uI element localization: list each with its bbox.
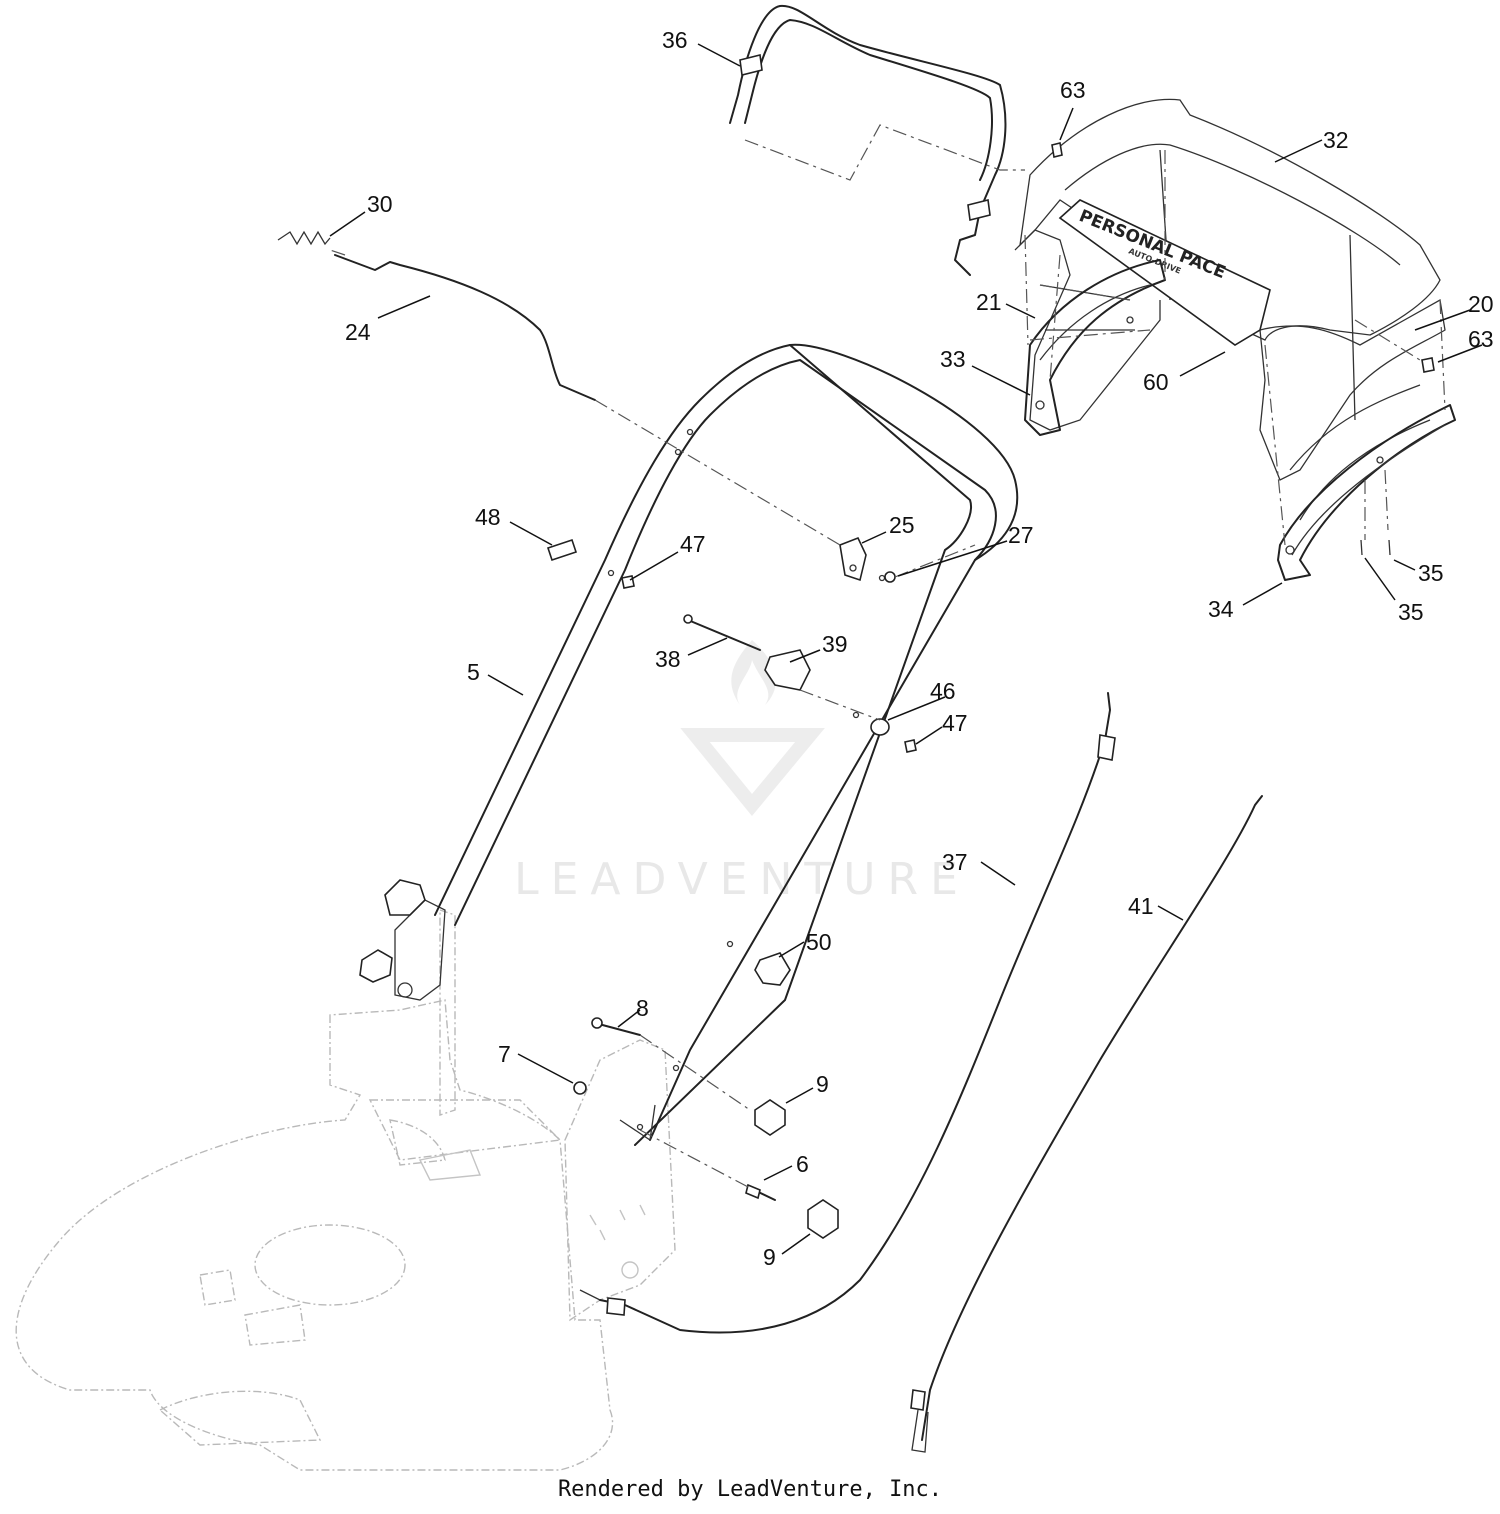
handle-knob-icon[interactable] (359, 949, 393, 983)
callout-60: 60 (1143, 369, 1169, 395)
callout-33: 33 (940, 346, 966, 372)
callout-48: 48 (475, 504, 501, 530)
callout-7: 7 (498, 1041, 511, 1067)
cable-guide (754, 952, 791, 986)
hardware-top-left (546, 538, 635, 589)
callout-47-top: 47 (680, 531, 706, 557)
callout-20: 20 (1468, 291, 1494, 317)
knob-9-icon[interactable] (754, 1099, 786, 1136)
right-control-arm[interactable] (1277, 404, 1456, 581)
callout-labels: 36 63 32 30 24 21 20 63 33 60 48 25 27 4… (345, 27, 1494, 1270)
callout-6: 6 (796, 1151, 809, 1177)
cable-37[interactable] (579, 692, 1116, 1334)
callout-39: 39 (822, 631, 848, 657)
callout-9-lower: 9 (763, 1244, 776, 1270)
bail[interactable] (729, 4, 1007, 276)
center-hardware (683, 614, 917, 753)
callout-63-right: 63 (1468, 326, 1494, 352)
handle-knob-icon[interactable] (384, 879, 426, 916)
pivot-bushing (839, 536, 896, 583)
callout-38: 38 (655, 646, 681, 672)
callout-50: 50 (806, 929, 832, 955)
callout-27: 27 (1008, 522, 1034, 548)
callout-30: 30 (367, 191, 393, 217)
control-housing (1014, 98, 1446, 521)
watermark-logo-icon (680, 640, 825, 817)
side-bracket-left (359, 879, 456, 1116)
spring (277, 230, 331, 246)
knob-9b-icon[interactable] (807, 1199, 839, 1239)
watermark: LEADVENTURE (514, 640, 970, 905)
callout-35-a: 35 (1418, 560, 1444, 586)
left-control-arm[interactable] (1024, 259, 1166, 436)
callout-5: 5 (467, 659, 480, 685)
callout-37: 37 (942, 849, 968, 875)
callout-leaders (329, 43, 1483, 1255)
callout-47-mid: 47 (942, 710, 968, 736)
callout-8: 8 (636, 995, 649, 1021)
callout-24: 24 (345, 319, 371, 345)
render-credit: Rendered by LeadVenture, Inc. (557, 1477, 943, 1502)
callout-34: 34 (1208, 596, 1234, 622)
lower-hardware (573, 1017, 839, 1239)
main-handle[interactable] (434, 343, 1019, 1146)
callout-41: 41 (1128, 893, 1154, 919)
callout-36: 36 (662, 27, 688, 53)
callout-35-b: 35 (1398, 599, 1424, 625)
watermark-text: LEADVENTURE (514, 854, 970, 905)
rod (334, 254, 596, 401)
callout-25: 25 (889, 512, 915, 538)
callout-9-upper: 9 (816, 1071, 829, 1097)
side-plate-right (564, 1039, 676, 1322)
mower-deck (15, 999, 614, 1471)
callout-46: 46 (930, 678, 956, 704)
assembly-lines (329, 124, 1446, 1189)
cable-41[interactable] (910, 795, 1263, 1453)
callout-63-top: 63 (1060, 77, 1086, 103)
callout-21: 21 (976, 289, 1002, 315)
callout-32: 32 (1323, 127, 1349, 153)
